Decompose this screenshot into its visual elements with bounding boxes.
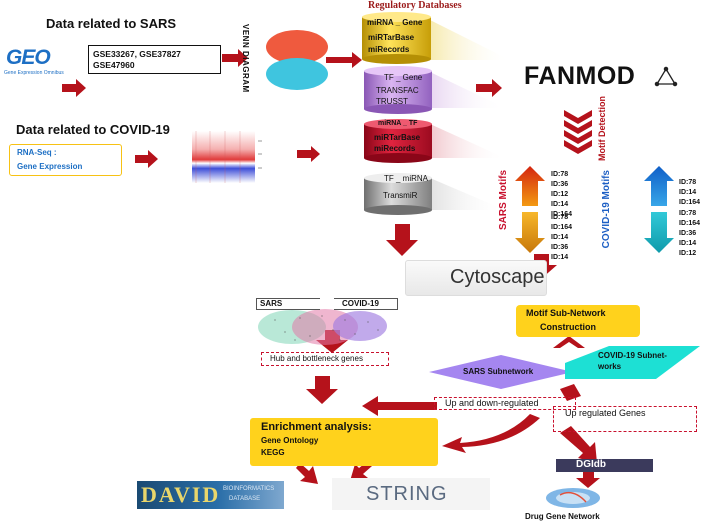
db-tf-gene-item2: TRUSST	[376, 97, 408, 106]
db-tf-gene-item1: TRANSFAC	[376, 86, 419, 95]
sars-motif-arrow	[515, 166, 545, 253]
fanmod-logo: FANMOD	[524, 62, 636, 90]
enrichment-item-kegg: KEGG	[261, 448, 285, 457]
hub-genes-label: Hub and bottleneck genes	[270, 354, 363, 363]
db-miRNA-tf-item1: miRTarBase	[374, 133, 421, 142]
motif-detection-label: Motif Detection	[597, 96, 607, 161]
heatmap-image	[192, 131, 255, 183]
motif-triangle-icon	[654, 66, 678, 87]
up-regulated-box: Up regulated Genes	[553, 406, 697, 432]
db-miRNA-tf-title: miRNA _ TF	[378, 120, 418, 127]
network-clouds	[258, 309, 387, 345]
venn-red-circle	[266, 30, 328, 64]
database-cylinders	[362, 12, 510, 215]
david-logo-sub2: DATABASE	[229, 496, 261, 502]
venn-blue-circle	[266, 58, 328, 90]
covid-subnetwork-line2: works	[598, 362, 622, 371]
david-logo-sub1: BIOINFORMATICS	[223, 486, 275, 492]
covid-network-label: COVID-19	[342, 299, 379, 308]
geo-logo-subtitle: Gene Expression Omnibus	[4, 70, 64, 76]
covid-motifs-label: COVID-19 Motifs	[601, 170, 612, 249]
enrichment-box: Enrichment analysis: Gene Ontology KEGG	[250, 418, 438, 466]
db-miRNA-tf-item2: miRecords	[374, 144, 416, 153]
flow-arrows	[62, 49, 600, 488]
sars-motifs-label: SARS Motifs	[498, 170, 509, 230]
sars-network-label: SARS	[260, 299, 283, 308]
db-tf-miRNA-item1: TransmiR	[383, 191, 418, 200]
drug-gene-network-label: Drug Gene Network	[525, 512, 600, 521]
regulatory-databases-heading: Regulatory Databases	[368, 0, 462, 11]
geo-accessions-box: GSE33267, GSE37827 GSE47960	[88, 45, 221, 74]
covid-motif-arrow	[644, 166, 674, 253]
cytoscape-logo: Cytoscape	[450, 266, 545, 288]
sars-subnetwork-shape	[429, 355, 573, 389]
venn-diagram-label: VENN DIAGRAM	[241, 24, 250, 93]
covid-network-label-box: COVID-19	[334, 298, 398, 310]
sars-subnetwork-label: SARS Subnetwork	[463, 367, 534, 376]
rnaseq-box: RNA-Seq : Gene Expression	[9, 144, 122, 176]
up-regulated-label: Up regulated Genes	[565, 408, 646, 418]
rnaseq-line2: Gene Expression	[17, 162, 83, 171]
dgidb-logo: DGIdb	[576, 459, 606, 470]
up-down-regulated-box: Up and down-regulated	[434, 397, 576, 410]
david-logo: DAVID	[141, 482, 221, 507]
covid-subnetwork-shape	[565, 346, 700, 379]
covid-subnetwork-line1: COVID-19 Subnet-	[598, 351, 667, 360]
geo-accessions-line1: GSE33267, GSE37827	[93, 49, 181, 59]
hub-genes-box: Hub and bottleneck genes	[261, 352, 389, 366]
motif-subnetwork-line1: Motif Sub-Network	[526, 308, 606, 318]
rnaseq-line1: RNA-Seq :	[17, 148, 57, 157]
string-logo-box: STRING	[332, 478, 490, 510]
motif-detection-chevrons	[564, 110, 592, 154]
sars-network-label-box: SARS	[256, 298, 320, 310]
david-logo-box: DAVID BIOINFORMATICS DATABASE	[137, 481, 284, 509]
motif-subnetwork-box: Motif Sub-Network Construction	[516, 305, 640, 337]
geo-accessions-line2: GSE47960	[93, 60, 135, 70]
covid-data-heading: Data related to COVID-19	[16, 122, 170, 137]
dgidb-logo-box: DGIdb	[556, 459, 653, 472]
geo-logo: GEO	[6, 46, 51, 69]
motif-subnetwork-line2: Construction	[540, 322, 596, 332]
db-tf-gene-title: TF _ Gene	[384, 73, 423, 82]
db-miRNA-gene-title: miRNA _ Gene	[367, 18, 423, 27]
up-down-regulated-label: Up and down-regulated	[445, 398, 539, 408]
sars-data-heading: Data related to SARS	[46, 16, 177, 31]
cytoscape-logo-box: Cytoscape	[405, 260, 547, 296]
db-miRNA-gene-item2: miRecords	[368, 45, 410, 54]
string-logo: STRING	[366, 483, 448, 505]
enrichment-title: Enrichment analysis:	[261, 421, 372, 433]
enrichment-item-go: Gene Ontology	[261, 436, 319, 445]
drug-gene-network-image	[546, 488, 600, 508]
db-miRNA-gene-item1: miRTarBase	[368, 33, 415, 42]
db-tf-miRNA-title: TF _ miRNA	[384, 174, 428, 183]
